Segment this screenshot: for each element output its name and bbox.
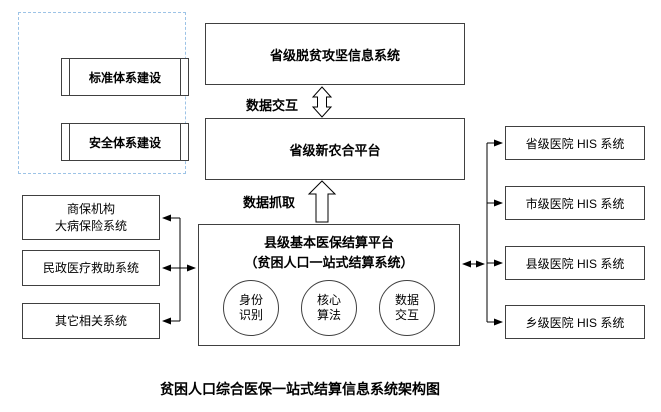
other-related-systems-box: 其它相关系统 xyxy=(22,303,160,339)
standard-system-label: 标准体系建设 xyxy=(88,70,161,85)
commercial-insurance-line1: 商保机构 xyxy=(66,202,115,217)
county-hospital-his-label: 县级医院 HIS 系统 xyxy=(525,256,625,271)
civil-medical-assistance-system-box: 民政医疗救助系统 xyxy=(22,250,160,286)
provincial-nrcms-platform-box: 省级新农合平台 xyxy=(205,118,465,180)
data-exchange-label: 数据交互 xyxy=(246,98,299,113)
civil-medical-assistance-label: 民政医疗救助系统 xyxy=(42,260,139,275)
county-platform-title-line1: 县级基本医保结算平台 xyxy=(263,235,394,250)
construction-systems-group: 标准体系建设 安全体系建设 xyxy=(18,12,189,174)
data-exchange-arrow xyxy=(311,86,333,118)
other-related-systems-label: 其它相关系统 xyxy=(54,313,127,328)
municipal-hospital-his-box: 市级医院 HIS 系统 xyxy=(505,186,645,220)
provincial-hospital-his-box: 省级医院 HIS 系统 xyxy=(505,126,645,160)
township-hospital-his-box: 乡级医院 HIS 系统 xyxy=(505,305,645,339)
core-algorithm-circle: 核心算法 xyxy=(301,280,357,336)
provincial-nrcms-platform-label: 省级新农合平台 xyxy=(289,142,381,158)
provincial-hospital-his-label: 省级医院 HIS 系统 xyxy=(525,136,625,151)
county-settlement-platform-title: 县级基本医保结算平台 （贫困人口一站式结算系统） xyxy=(199,233,459,272)
county-settlement-platform-box: 县级基本医保结算平台 （贫困人口一站式结算系统） 身份识别 核心算法 数据交互 xyxy=(198,224,460,346)
county-hospital-his-box: 县级医院 HIS 系统 xyxy=(505,246,645,280)
municipal-hospital-his-label: 市级医院 HIS 系统 xyxy=(525,196,625,211)
commercial-insurance-system-box: 商保机构 大病保险系统 xyxy=(22,195,160,240)
platform-modules-row: 身份识别 核心算法 数据交互 xyxy=(199,280,459,336)
identity-recognition-circle: 身份识别 xyxy=(223,280,279,336)
security-system-label: 安全体系建设 xyxy=(88,135,161,150)
provincial-poverty-info-system-box: 省级脱贫攻坚信息系统 xyxy=(205,23,465,85)
standard-system-box: 标准体系建设 xyxy=(61,58,189,96)
township-hospital-his-label: 乡级医院 HIS 系统 xyxy=(525,315,625,330)
data-capture-label: 数据抓取 xyxy=(243,195,296,210)
identity-recognition-label: 身份识别 xyxy=(238,293,263,322)
commercial-insurance-line2: 大病保险系统 xyxy=(54,218,127,233)
data-capture-arrow xyxy=(307,180,337,223)
county-platform-title-line2: （贫困人口一站式结算系统） xyxy=(244,254,414,270)
diagram-caption: 贫困人口综合医保一站式结算信息系统架构图 xyxy=(160,381,440,397)
security-system-box: 安全体系建设 xyxy=(61,123,189,161)
data-exchange-circle-label: 数据交互 xyxy=(394,293,419,322)
provincial-poverty-info-system-label: 省级脱贫攻坚信息系统 xyxy=(269,47,400,63)
core-algorithm-label: 核心算法 xyxy=(316,293,341,322)
data-exchange-circle: 数据交互 xyxy=(379,280,435,336)
